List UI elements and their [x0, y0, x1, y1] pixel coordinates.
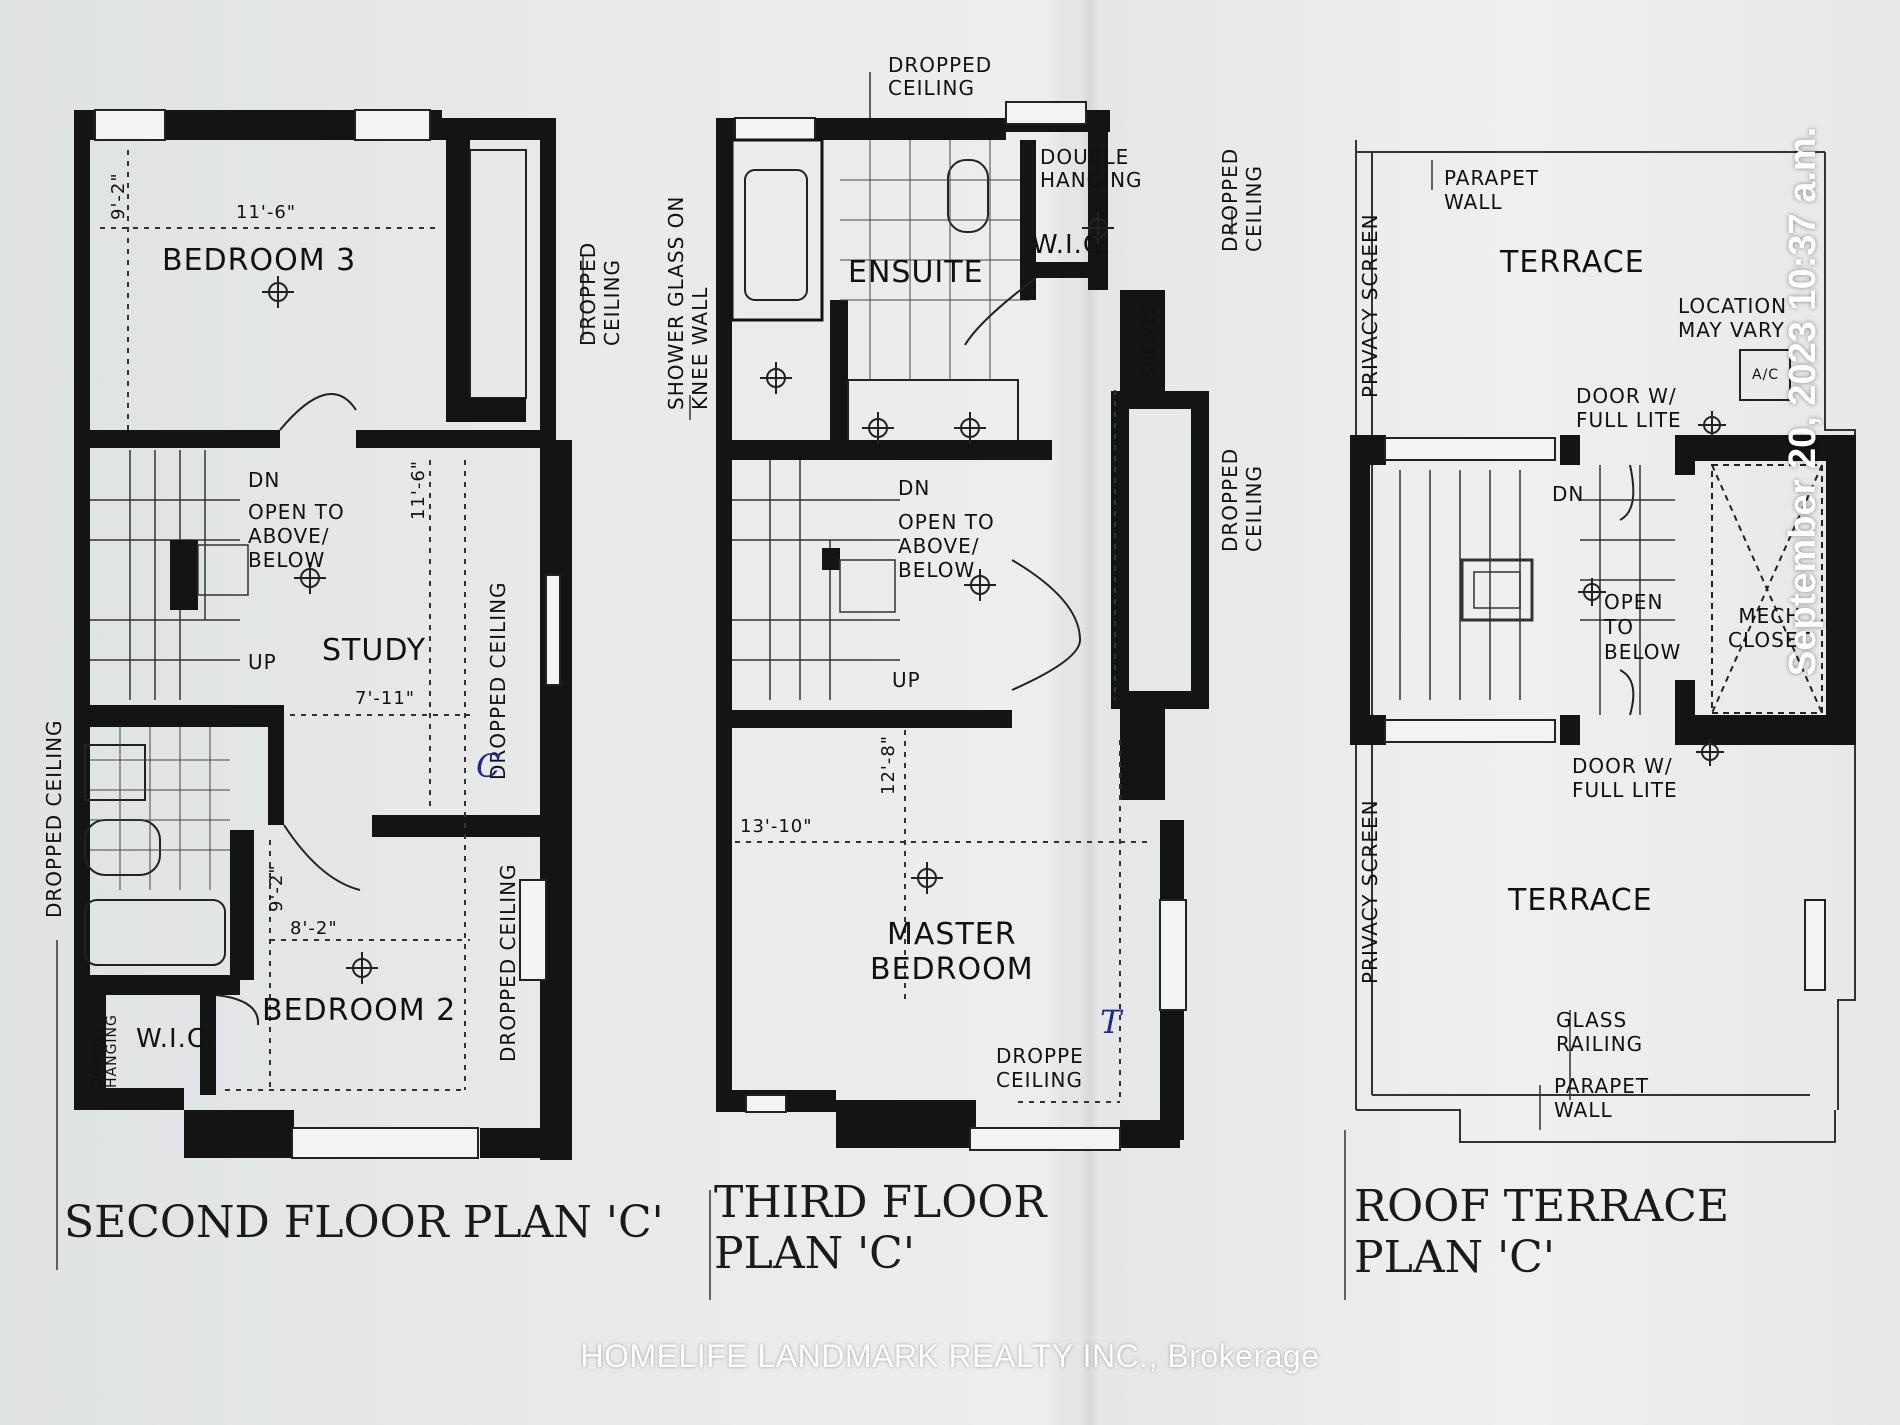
dim-bedroom3-height: 9'-2" [108, 172, 129, 220]
dim-study-height: 11'-6" [408, 459, 429, 520]
note-up-2nd: UP [248, 650, 277, 674]
note-privacy-screen-bottom: PRIVACY SCREEN [1358, 799, 1382, 984]
dim-bedroom2-height: 9'-2" [266, 864, 287, 912]
handwritten-mark-t: T [1100, 1003, 1123, 1041]
room-label-wic-3rd: W.I.C. [1032, 230, 1112, 260]
handwritten-mark-c: C [476, 747, 502, 785]
photo-timestamp: September 20, 2023 10:37 a.m. [1782, 126, 1824, 676]
dim-bedroom3-width: 11'-6" [236, 202, 297, 223]
second-floor-plan [74, 109, 572, 1160]
roof-terrace-plan [1350, 140, 1856, 1143]
room-label-bedroom-2: BEDROOM 2 [262, 993, 457, 1028]
paper-fold-crease [1080, 0, 1100, 1425]
room-label-master-bedroom: MASTER BEDROOM [870, 917, 1034, 987]
dim-master-height: 12'-8" [878, 734, 899, 795]
note-dn-3rd: DN [898, 476, 931, 500]
room-label-wic-2nd: W.I.C. [136, 1024, 216, 1054]
title-roof-terrace: ROOF TERRACE PLAN 'C' [1354, 1181, 1730, 1283]
note-parapet-wall-bottom: PARAPET WALL [1554, 1074, 1650, 1122]
note-open-to-3rd: OPEN TO ABOVE/ BELOW [898, 510, 995, 582]
note-glass-railing: GLASS RAILING [1556, 1008, 1644, 1056]
note-open-to-below: OPEN TO BELOW [1604, 590, 1682, 664]
note-location-may-vary: LOCATION MAY VARY [1678, 294, 1788, 342]
room-label-bedroom-3: BEDROOM 3 [162, 243, 357, 278]
note-shower-glass: SHOWER GLASS ON KNEE WALL [664, 195, 712, 410]
note-up-3rd: UP [892, 668, 921, 692]
note-dropped-ceiling-3rd-top: DROPPED CEILING [888, 53, 993, 100]
dim-master-width: 13'-10" [740, 816, 813, 837]
room-label-mech-closet: MECH CLOSET [1728, 604, 1812, 652]
dim-study-width: 7'-11" [355, 688, 416, 709]
note-open-to-2nd: OPEN TO ABOVE/ BELOW [248, 500, 345, 572]
note-dropped-ceiling-2nd-top: DROPPED CEILING [576, 241, 624, 346]
note-door-full-lite-bottom: DOOR W/ FULL LITE [1572, 754, 1678, 802]
title-second-floor: SECOND FLOOR PLAN 'C' [64, 1197, 664, 1248]
dim-bedroom2-width: 8'-2" [290, 918, 338, 939]
note-dropped-ceiling-3rd-right-top: DROPPED CEILING [1218, 147, 1266, 252]
note-dn-2nd: DN [248, 468, 281, 492]
note-parapet-wall-top: PARAPET WALL [1444, 166, 1540, 214]
note-dropped-ceiling-3rd-right-mid: DROPPED CEILING [1218, 447, 1266, 552]
note-shelves: SHELVES [1140, 304, 1158, 378]
title-third-floor: THIRD FLOOR PLAN 'C' [714, 1177, 1047, 1279]
note-double-hanging-3rd: DOUBLE HANGING [1040, 145, 1143, 192]
room-label-ensuite: ENSUITE [848, 255, 984, 290]
room-label-terrace-bottom: TERRACE [1508, 883, 1653, 918]
note-double-hanging-2nd: DOUBLE HANGING [89, 1014, 121, 1088]
note-door-full-lite-top: DOOR W/ FULL LITE [1576, 384, 1682, 432]
third-floor-plan [716, 101, 1209, 1151]
note-dropped-ceiling-3rd-bottom: DROPPE CEILING [996, 1044, 1084, 1092]
note-dropped-ceiling-bedroom2: DROPPED CEILING [496, 863, 520, 1062]
room-label-terrace-top: TERRACE [1500, 245, 1645, 280]
note-dn-roof: DN [1552, 482, 1585, 506]
note-ac-unit: A/C [1752, 367, 1780, 383]
room-label-study: STUDY [322, 633, 427, 668]
note-privacy-screen-top: PRIVACY SCREEN [1358, 213, 1382, 398]
note-dropped-ceiling-2nd-left: DROPPED CEILING [42, 719, 66, 918]
brokerage-watermark: HOMELIFE LANDMARK REALTY INC., Brokerage [580, 1338, 1320, 1374]
